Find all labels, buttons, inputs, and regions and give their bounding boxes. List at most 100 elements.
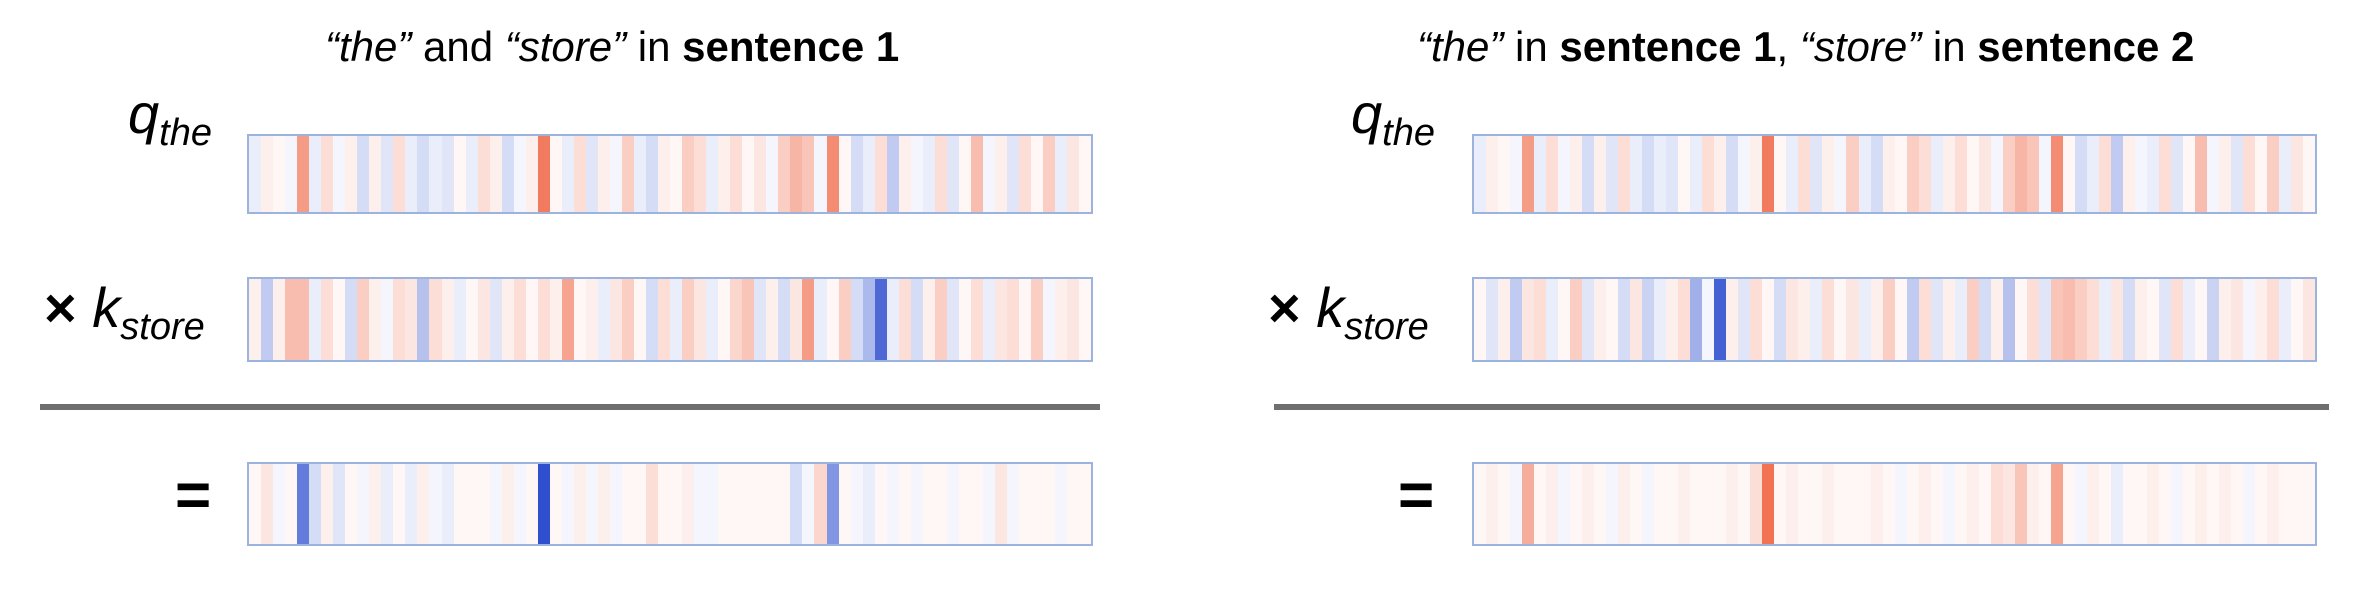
vector-cell bbox=[477, 136, 490, 212]
vector-cell bbox=[1762, 279, 1775, 360]
q-subscript: the bbox=[159, 112, 212, 154]
vector-cell bbox=[2014, 464, 2027, 544]
vector-cell bbox=[585, 136, 598, 212]
vector-cell bbox=[1906, 136, 1919, 212]
vector-cell bbox=[345, 464, 358, 544]
vector-cell bbox=[1067, 136, 1080, 212]
vector-cell bbox=[2014, 136, 2027, 212]
vector-cell bbox=[910, 464, 923, 544]
vector-cell bbox=[597, 464, 610, 544]
vector-cell bbox=[2074, 464, 2087, 544]
vector-cell bbox=[405, 464, 418, 544]
vector-cell bbox=[249, 279, 262, 360]
vector-cell bbox=[1810, 279, 1823, 360]
vector-cell bbox=[1522, 279, 1535, 360]
vector-cell bbox=[1055, 464, 1068, 544]
vector-cell bbox=[489, 279, 502, 360]
vector-cell bbox=[2218, 464, 2231, 544]
vector-cell bbox=[2194, 464, 2207, 544]
k-word: “store” bbox=[1799, 23, 1922, 70]
vector-cell bbox=[1642, 136, 1655, 212]
vector-cell bbox=[1606, 136, 1619, 212]
vector-cell bbox=[1942, 136, 1955, 212]
vector-cell bbox=[1846, 279, 1859, 360]
vector-cell bbox=[1990, 279, 2003, 360]
vector-cell bbox=[1870, 136, 1883, 212]
vector-cell bbox=[1714, 464, 1727, 544]
vector-cell bbox=[1942, 279, 1955, 360]
vector-cell bbox=[1834, 136, 1847, 212]
vector-cell bbox=[862, 136, 875, 212]
vector-cell bbox=[2062, 136, 2075, 212]
vector-cell bbox=[1474, 136, 1487, 212]
vector-cell bbox=[453, 279, 466, 360]
vector-cell bbox=[1726, 464, 1739, 544]
vector-cell bbox=[718, 279, 731, 360]
vector-cell bbox=[1678, 136, 1691, 212]
vector-cell bbox=[766, 279, 779, 360]
vector-cell bbox=[1534, 279, 1547, 360]
vector-cell bbox=[2170, 464, 2183, 544]
vector-cell bbox=[862, 464, 875, 544]
vector-cell bbox=[2014, 279, 2027, 360]
vector-cell bbox=[1642, 279, 1655, 360]
sentence-ref: sentence 1 bbox=[682, 23, 900, 70]
vector-cell bbox=[730, 464, 743, 544]
vector-cell bbox=[1558, 136, 1571, 212]
vector-cell bbox=[2230, 464, 2243, 544]
vector-cell bbox=[1882, 464, 1895, 544]
vector-cell bbox=[597, 279, 610, 360]
vector-cell bbox=[1714, 136, 1727, 212]
k-symbol: k bbox=[92, 276, 121, 339]
vector-cell bbox=[1894, 464, 1907, 544]
vector-cell bbox=[934, 136, 947, 212]
vector-cell bbox=[513, 136, 526, 212]
vector-cell bbox=[634, 464, 647, 544]
vector-cell bbox=[1918, 136, 1931, 212]
vector-cell bbox=[2110, 279, 2123, 360]
vector-cell bbox=[1630, 279, 1643, 360]
vector-cell bbox=[994, 279, 1007, 360]
vector-cell bbox=[2098, 279, 2111, 360]
vector-cell bbox=[1606, 464, 1619, 544]
vector-cell bbox=[874, 136, 887, 212]
vector-cell bbox=[1546, 279, 1559, 360]
vector-cell bbox=[1774, 464, 1787, 544]
vector-cell bbox=[802, 464, 815, 544]
vector-cell bbox=[886, 279, 899, 360]
panel-sentence-1: “the” and “store” in sentence 1 qthe × k… bbox=[40, 23, 1100, 546]
vector-cell bbox=[1858, 136, 1871, 212]
vector-cell bbox=[730, 279, 743, 360]
vector-cell bbox=[537, 136, 550, 212]
vector-cell bbox=[2243, 279, 2256, 360]
vector-cell bbox=[1043, 136, 1056, 212]
vector-cell bbox=[1498, 464, 1511, 544]
vector-cell bbox=[1642, 464, 1655, 544]
vector-cell bbox=[2255, 136, 2268, 212]
vector-cell bbox=[1666, 279, 1679, 360]
vector-cell bbox=[393, 136, 406, 212]
vector-cell bbox=[946, 464, 959, 544]
vector-cell bbox=[465, 279, 478, 360]
k-subscript: store bbox=[1344, 306, 1429, 348]
vector-cell bbox=[802, 136, 815, 212]
vector-cell bbox=[429, 279, 442, 360]
vector-cell bbox=[345, 136, 358, 212]
vector-cell bbox=[1858, 464, 1871, 544]
vector-cell bbox=[2291, 136, 2304, 212]
vector-cell bbox=[1738, 279, 1751, 360]
vector-cell bbox=[1738, 464, 1751, 544]
vector-cell bbox=[1798, 279, 1811, 360]
vector-cell bbox=[958, 464, 971, 544]
vector-cell bbox=[357, 136, 370, 212]
vector-cell bbox=[1834, 279, 1847, 360]
vector-cell bbox=[1870, 464, 1883, 544]
vector-cell bbox=[754, 464, 767, 544]
vector-cell bbox=[1666, 136, 1679, 212]
vector-cell bbox=[1570, 279, 1583, 360]
multiply-sign: × bbox=[44, 276, 77, 339]
vector-cell bbox=[838, 279, 851, 360]
vector-cell bbox=[525, 136, 538, 212]
vector-cell bbox=[742, 279, 755, 360]
vector-cell bbox=[2086, 136, 2099, 212]
